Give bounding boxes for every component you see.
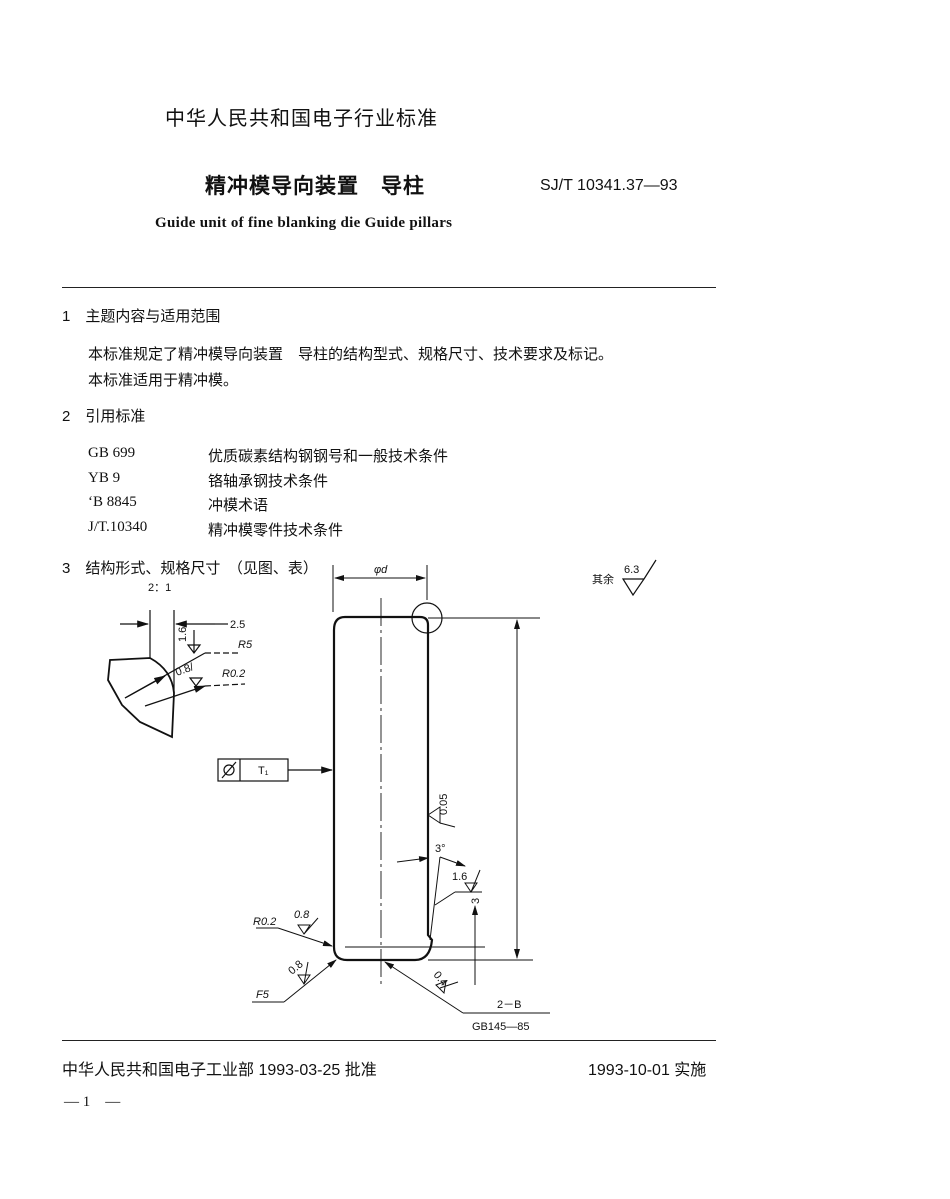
effective-date: 1993-10-01 实施 xyxy=(588,1062,707,1079)
center-hole-standard: GB145—85 xyxy=(472,1021,529,1033)
detail-roughness-1: 1.6 xyxy=(177,627,189,642)
tolerance-frame: T₁ xyxy=(217,758,334,782)
top-divider xyxy=(62,287,716,288)
diameter-label: φd xyxy=(374,564,388,576)
issuer-approval: 中华人民共和国电子工业部 1993-03-25 批准 xyxy=(62,1062,377,1079)
standard-code: SJ/T 10341.37—93 xyxy=(540,177,678,194)
ref-code: GB 699 xyxy=(88,445,136,461)
english-title: Guide unit of fine blanking die Guide pi… xyxy=(155,215,453,231)
ref-desc: 冲模术语 xyxy=(208,497,269,514)
section-1-heading: 1 主题内容与适用范围 xyxy=(62,308,221,325)
side-roughness: 0.05 xyxy=(438,794,450,815)
section-3-heading: 3 结构形式、规格尺寸 （见图、表） xyxy=(62,560,318,577)
other-roughness-value: 6.3 xyxy=(624,564,639,576)
pillar-body: φd 0.05 3° 1.6 3 R0.2 0.8 F5 0.8 0.4 2－B xyxy=(252,564,550,1033)
bottom-divider xyxy=(62,1040,716,1041)
center-hole-label: 2－B xyxy=(497,999,521,1011)
document-title: 精冲模导向装置 导柱 xyxy=(205,175,425,198)
other-roughness-symbol: 其余 6.3 xyxy=(592,559,657,597)
ref-code: ʻB 8845 xyxy=(88,494,137,510)
detail-scale: 2：1 xyxy=(148,582,171,594)
angle-label: 3° xyxy=(435,843,446,855)
cylindricity-icon xyxy=(223,764,235,776)
tolerance-value: T₁ xyxy=(258,765,269,777)
detail-callout-circle xyxy=(411,602,443,634)
ref-code: YB 9 xyxy=(88,470,121,486)
bottom-left-roughness: 0.8 xyxy=(294,909,310,921)
ref-desc: 优质碳素结构钢钢号和一般技术条件 xyxy=(208,448,449,465)
section-1-para-1: 本标准规定了精冲模导向装置 导柱的结构型式、规格尺寸、技术要求及标记。 xyxy=(88,346,614,363)
detail-radius-1: R5 xyxy=(238,639,253,651)
ref-code: J/T.10340 xyxy=(88,519,148,535)
detail-dimension: 2.5 xyxy=(230,619,245,631)
bottom-left-radius: R0.2 xyxy=(253,916,276,928)
section-2-heading: 2 引用标准 xyxy=(62,408,146,425)
bottom-radius-2: F5 xyxy=(256,989,270,1001)
ref-desc: 精冲模零件技术条件 xyxy=(208,522,344,539)
taper-roughness: 1.6 xyxy=(452,871,467,883)
section-1-para-2: 本标准适用于精冲模。 xyxy=(88,372,239,389)
page-number: — 1 — xyxy=(64,1094,121,1110)
org-title: 中华人民共和国电子行业标准 xyxy=(165,108,438,130)
dim-3: 3 xyxy=(470,898,482,904)
other-roughness-label: 其余 xyxy=(592,572,614,586)
detail-roughness-2: 0.8/ xyxy=(174,661,196,679)
ref-desc: 铬轴承钢技术条件 xyxy=(208,473,329,490)
detail-radius-2: R0.2 xyxy=(222,668,245,680)
detail-view: 2：1 2.5 R5 1.6 0.8/ R0.2 xyxy=(107,582,253,739)
bottom-roughness-2: 0.8 xyxy=(286,958,305,977)
